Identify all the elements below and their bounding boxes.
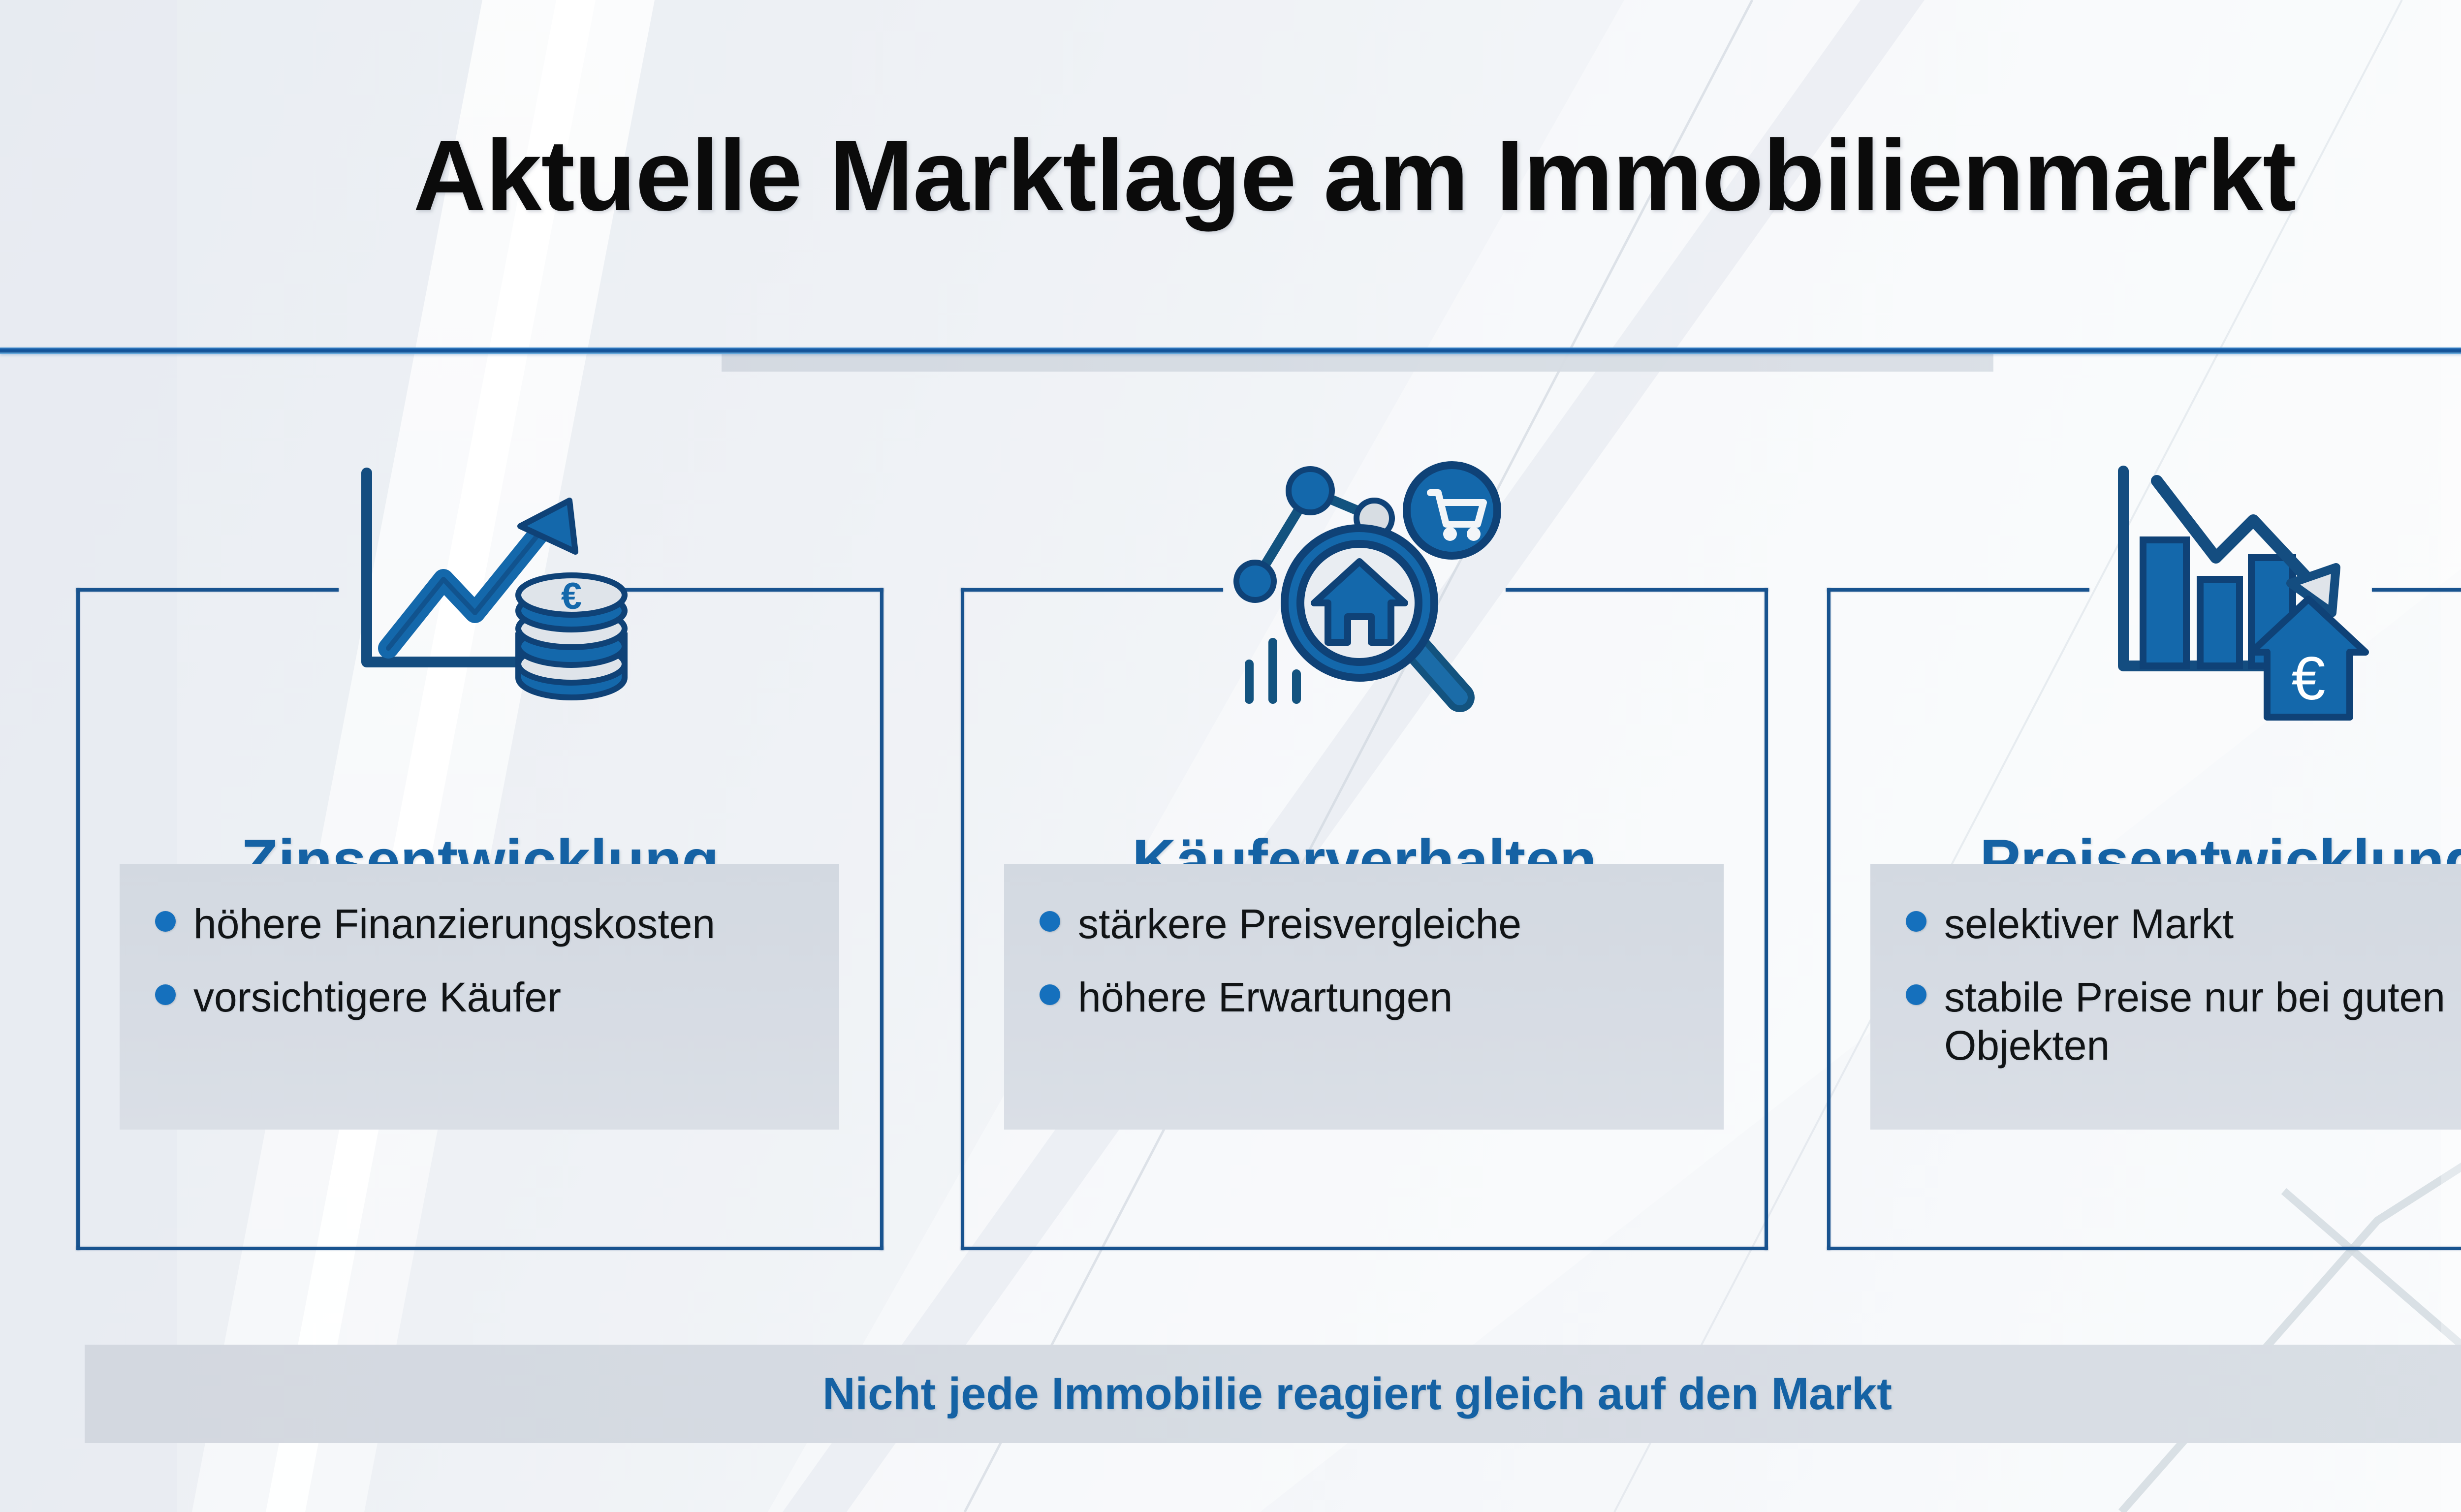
bullet-text: stärkere Preisvergleiche [1078, 901, 1522, 947]
frame-edge-bottom [961, 1247, 1768, 1250]
bullet-text: vorsichtigere Käufer [193, 974, 562, 1021]
list-item: vorsichtigere Käufer [155, 974, 810, 1021]
bullet-dot-icon [155, 984, 176, 1006]
footer-banner: Nicht jede Immobilie reagiert gleich auf… [85, 1345, 2461, 1443]
card-kaeuferverhalten[interactable]: Käuferverhalten stärkere Preisvergleiche… [961, 461, 1768, 1250]
bullet-dot-icon [1906, 984, 1926, 1006]
header-accent-bar [722, 354, 1993, 372]
card-zinsentwicklung[interactable]: € Zinsentwicklung höhere Finanzierungsko… [76, 468, 883, 1250]
svg-text:€: € [2292, 645, 2326, 713]
bullet-panel-preisentwicklung: selektiver Markt stabile Preise nur bei … [1870, 864, 2461, 1130]
bullet-panel-kaeuferverhalten: stärkere Preisvergleiche höhere Erwartun… [1004, 864, 1724, 1130]
bullet-list: höhere Finanzierungskosten vorsichtigere… [155, 900, 810, 1022]
list-item: stabile Preise nur bei guten Objekten [1906, 974, 2461, 1070]
bullet-panel-zinsentwicklung: höhere Finanzierungskosten vorsichtigere… [120, 864, 839, 1130]
bullet-text: selektiver Markt [1944, 901, 2234, 947]
page-title: Aktuelle Marktlage am Immobilienmarkt [413, 119, 2296, 232]
rising-arrow-chart-with-euro-coins-icon: € [76, 436, 883, 731]
bullet-dot-icon [1040, 911, 1060, 932]
bullet-list: stärkere Preisvergleiche höhere Erwartun… [1040, 900, 1694, 1022]
card-preisentwicklung[interactable]: € Preisentwicklung selektiver Markt stab… [1827, 466, 2461, 1250]
magnifier-house-with-shopping-cart-icon [961, 436, 1768, 731]
footer-tagline: Nicht jede Immobilie reagiert gleich auf… [822, 1368, 1892, 1419]
bullet-text: höhere Erwartungen [1078, 974, 1453, 1021]
svg-text:€: € [561, 575, 582, 617]
bullet-text: stabile Preise nur bei guten Objekten [1944, 974, 2445, 1069]
bullet-dot-icon [155, 911, 176, 932]
bullet-list: selektiver Markt stabile Preise nur bei … [1906, 900, 2461, 1070]
frame-edge-bottom [76, 1247, 883, 1250]
bullet-dot-icon [1040, 984, 1060, 1006]
header-divider-line [0, 347, 2461, 354]
list-item: höhere Finanzierungskosten [155, 900, 810, 948]
bullet-text: höhere Finanzierungskosten [193, 901, 716, 947]
bullet-dot-icon [1906, 911, 1926, 932]
list-item: stärkere Preisvergleiche [1040, 900, 1694, 948]
header: Aktuelle Marktlage am Immobilienmarkt [0, 0, 2461, 350]
cards-row: € Zinsentwicklung höhere Finanzierungsko… [0, 461, 2461, 1253]
list-item: selektiver Markt [1906, 900, 2461, 948]
falling-bar-chart-with-euro-house-icon: € [1827, 436, 2461, 731]
frame-edge-bottom [1827, 1247, 2461, 1250]
list-item: höhere Erwartungen [1040, 974, 1694, 1021]
